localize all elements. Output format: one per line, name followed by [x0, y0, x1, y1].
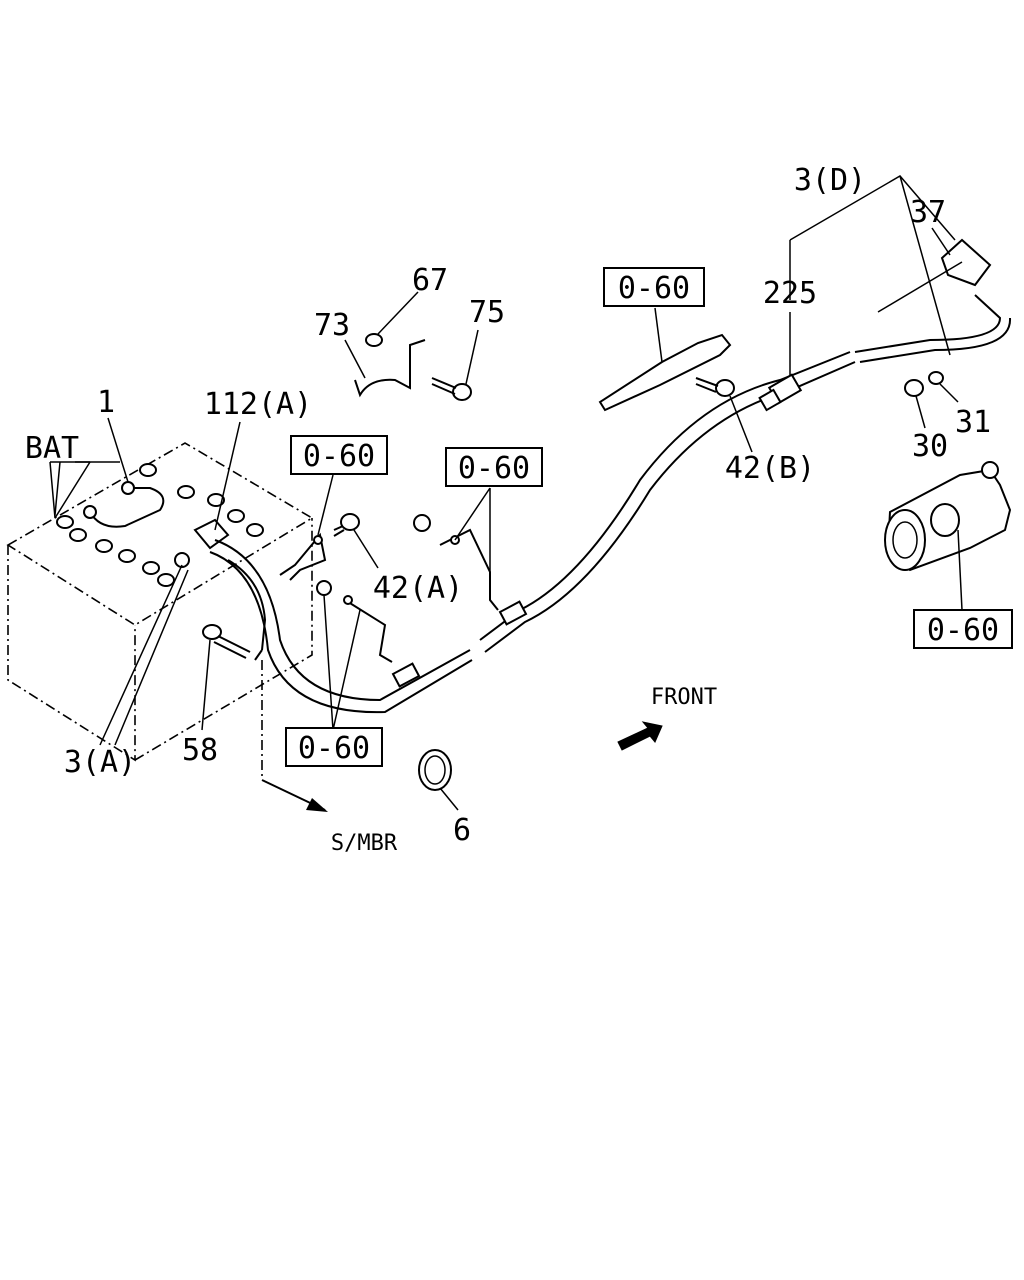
label-225: 225 [763, 276, 817, 311]
label-42a: 42(A) [373, 571, 463, 606]
bolt-58 [202, 624, 251, 659]
ref-box-1-text: 0-60 [618, 271, 690, 306]
nut-30 [904, 379, 924, 397]
ref-box-5-text: 0-60 [927, 613, 999, 648]
label-31: 31 [955, 405, 991, 440]
label-1: 1 [97, 385, 115, 420]
ref-box-4: 0-60 [285, 727, 383, 767]
label-67: 67 [412, 263, 448, 298]
ref-box-5: 0-60 [913, 609, 1013, 649]
bracket-lower [316, 580, 393, 663]
bolt-42a [333, 513, 360, 537]
bracket-73 [354, 333, 472, 401]
bracket-upper [598, 333, 735, 412]
front-arrow-icon [617, 721, 663, 751]
label-75: 75 [469, 295, 505, 330]
label-42b: 42(B) [725, 451, 815, 486]
label-3d: 3(D) [794, 163, 866, 198]
label-73: 73 [314, 308, 350, 343]
starter-motor [884, 461, 1012, 572]
ref-box-4-text: 0-60 [298, 731, 370, 766]
label-6: 6 [453, 813, 471, 848]
label-30: 30 [912, 429, 948, 464]
ref-box-2: 0-60 [290, 435, 388, 475]
label-37: 37 [910, 195, 946, 230]
ref-box-1: 0-60 [603, 267, 705, 307]
clip-37 [940, 238, 992, 287]
ref-box-3: 0-60 [445, 447, 543, 487]
ref-box-3-text: 0-60 [458, 451, 530, 486]
battery [6, 442, 314, 762]
washer-31 [928, 371, 944, 385]
label-58: 58 [182, 733, 218, 768]
label-bat: BAT [25, 431, 79, 466]
label-smbr: S/MBR [331, 831, 398, 856]
label-front: FRONT [651, 685, 717, 710]
main-cable [209, 294, 1012, 714]
grommet-6 [418, 749, 452, 791]
smbr-arrow-icon [261, 660, 328, 812]
battery-caps [56, 463, 264, 587]
ref-box-2-text: 0-60 [303, 439, 375, 474]
bracket-left [279, 532, 327, 581]
label-112a: 112(A) [204, 387, 312, 422]
leader-lines [49, 175, 963, 811]
label-3a: 3(A) [64, 745, 136, 780]
